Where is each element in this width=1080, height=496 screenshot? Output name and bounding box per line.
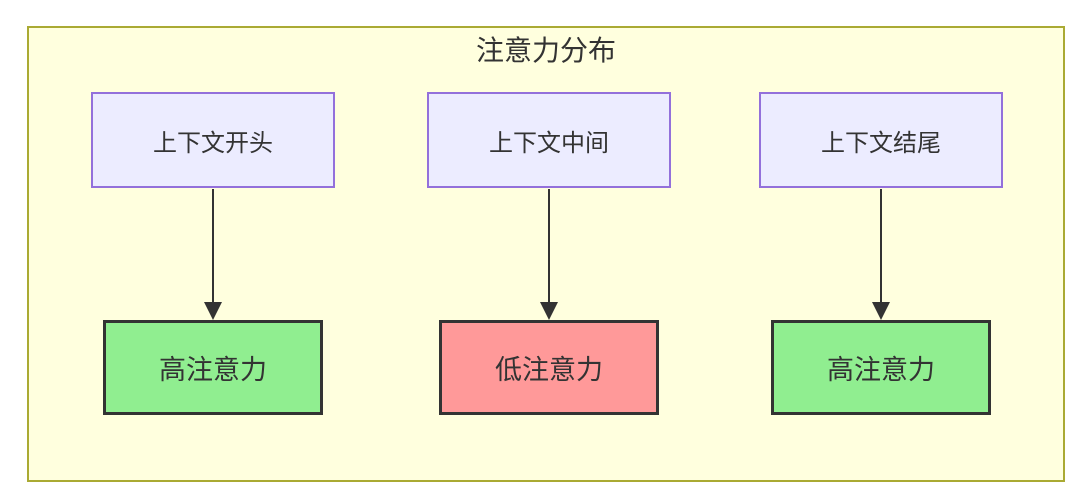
node-high-attention-1: 高注意力 [103,320,323,415]
node-low-attention: 低注意力 [439,320,659,415]
node-context-middle: 上下文中间 [427,92,671,188]
node-high-attention-2: 高注意力 [771,320,991,415]
cluster-title: 注意力分布 [475,34,616,67]
node-context-begin: 上下文开头 [91,92,335,188]
node-context-end: 上下文结尾 [759,92,1003,188]
